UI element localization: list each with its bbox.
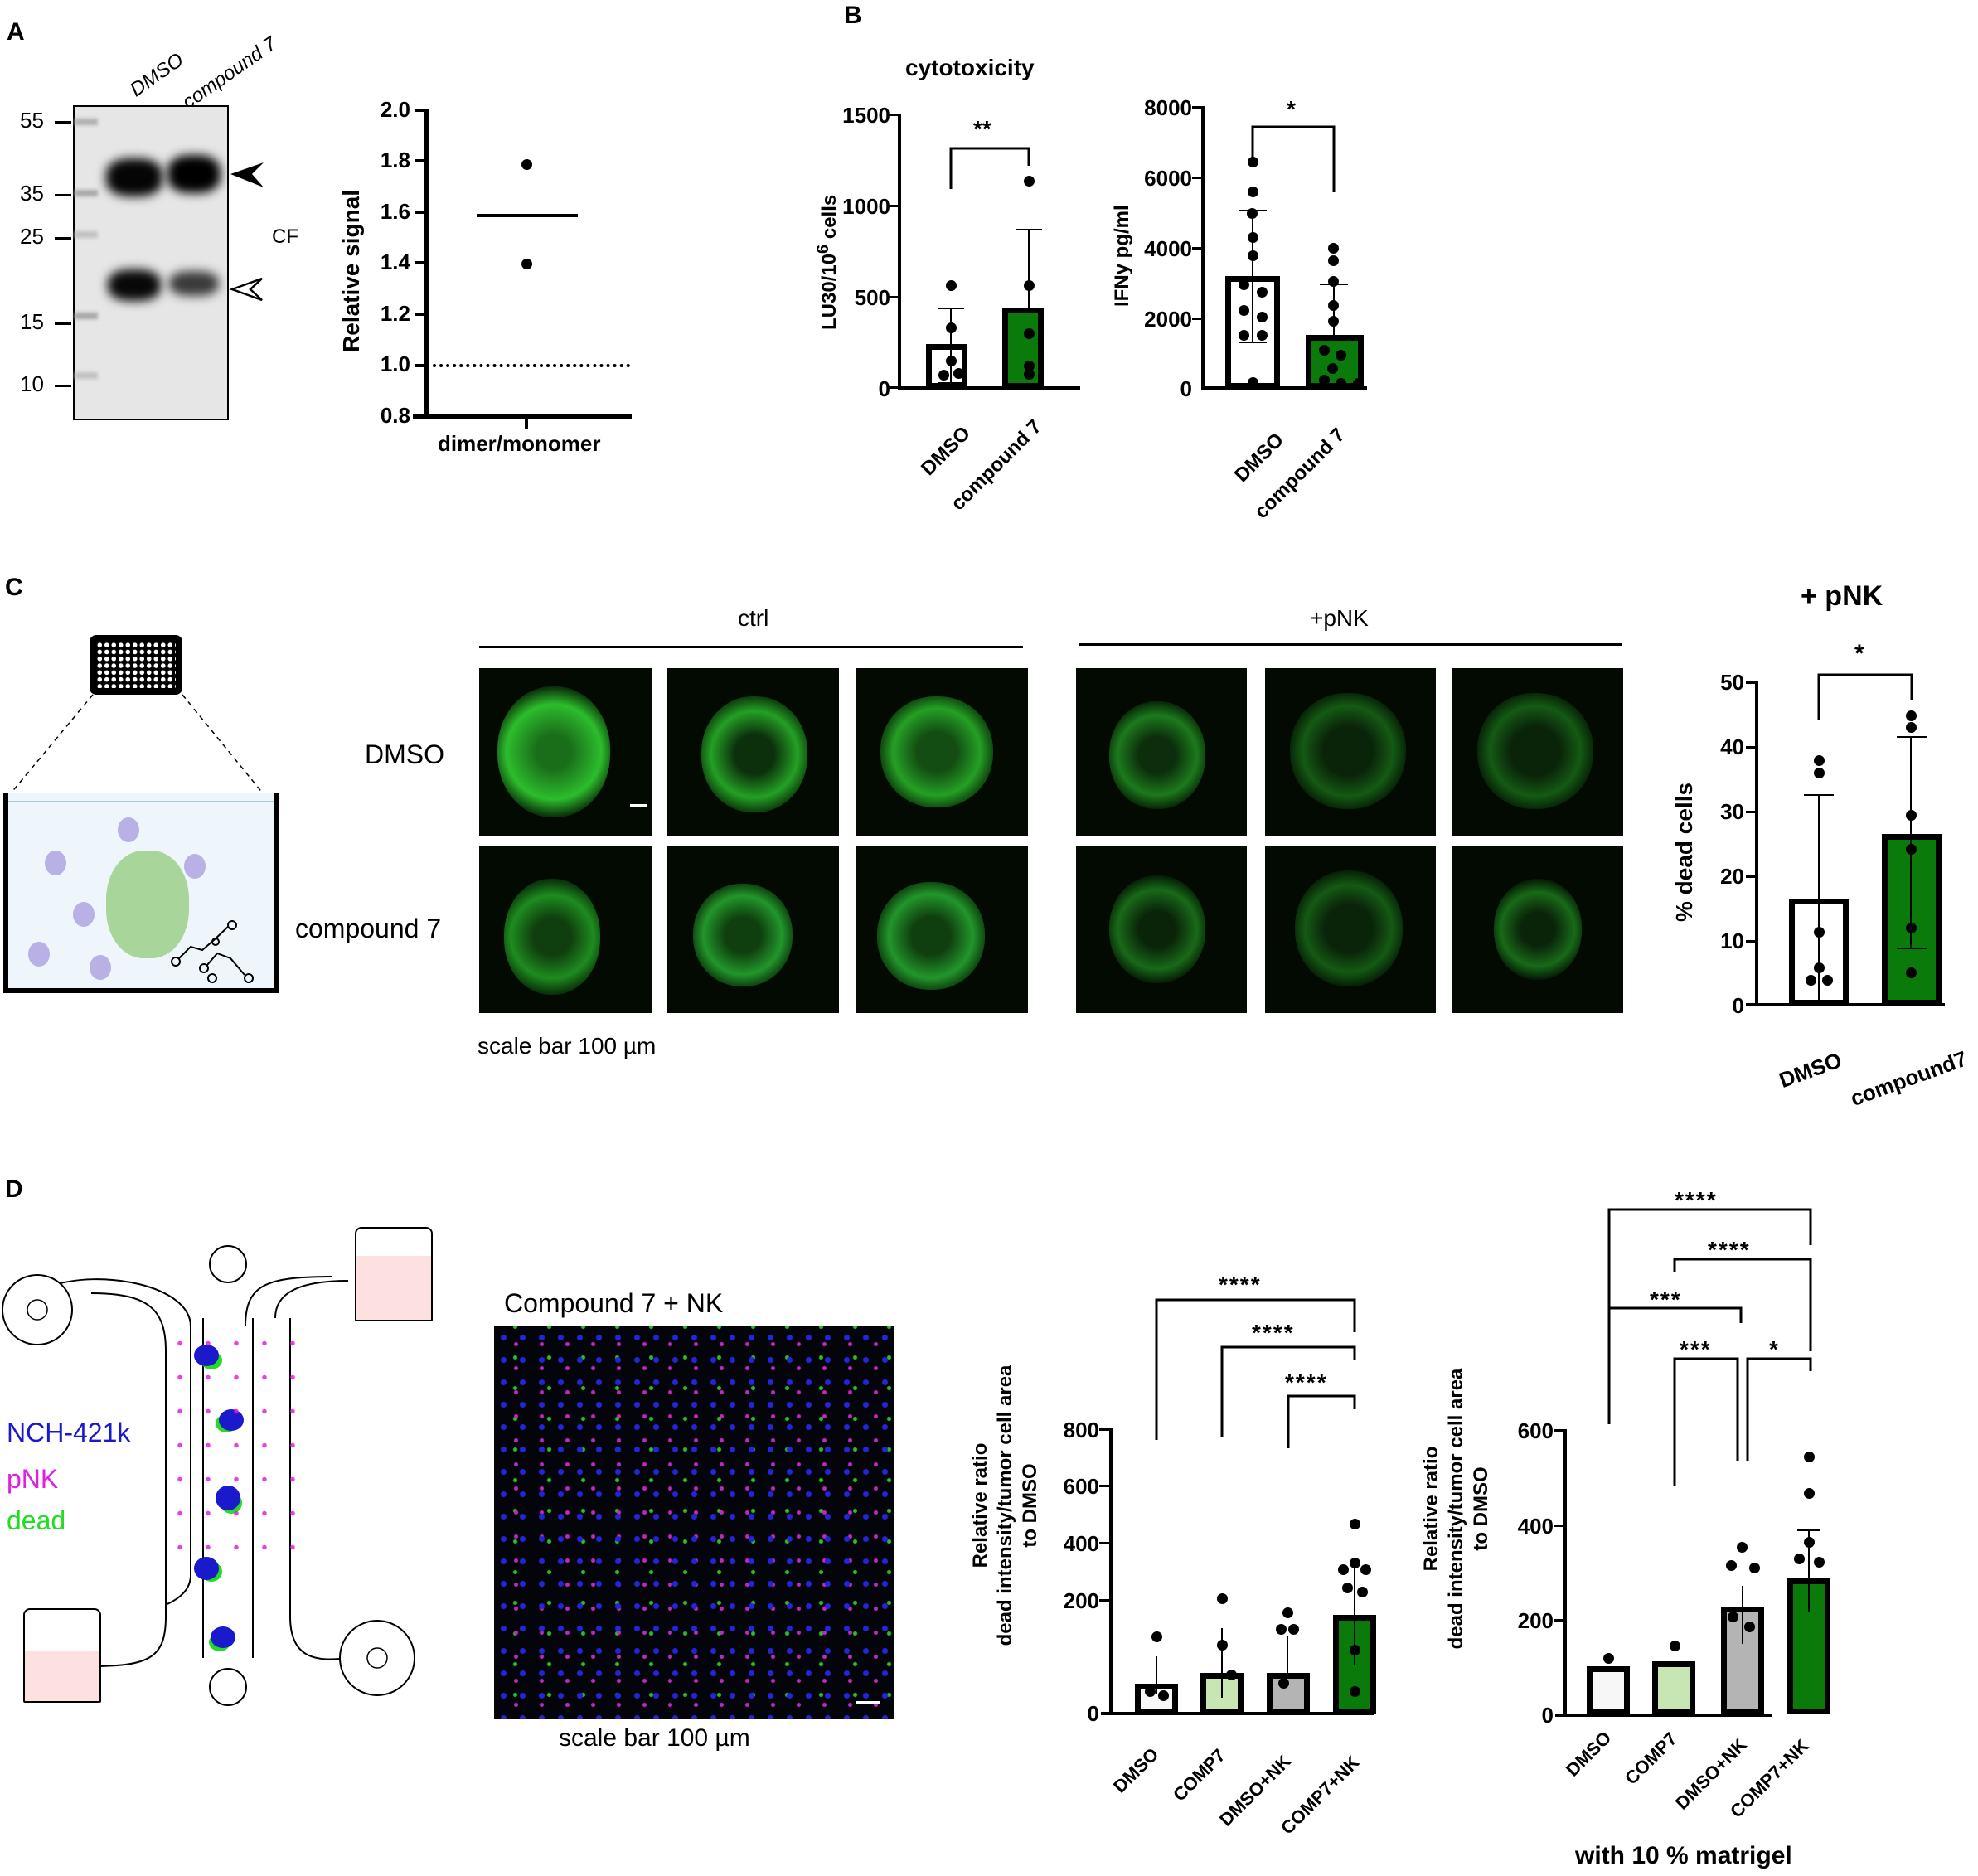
- panel-label-d: D: [5, 1176, 23, 1203]
- x-category-label: dimer/monomer: [438, 431, 601, 456]
- ladder-10: 10: [20, 371, 44, 396]
- bar-dmso: [1587, 1666, 1630, 1714]
- panel-label-c: C: [5, 574, 23, 601]
- ladder-35: 35: [20, 181, 44, 206]
- micrograph-pnk-dmso-3: [1452, 668, 1623, 836]
- x-label: COMP7: [1621, 1728, 1682, 1789]
- bar-comp7-nk: [1787, 1578, 1830, 1714]
- micrograph-ctrl-comp7-2: [667, 846, 839, 1013]
- reference-line: [433, 364, 630, 367]
- data-point: [521, 159, 532, 170]
- band-dimer-compound7: [167, 155, 221, 193]
- open-arrowhead-icon: [229, 277, 263, 302]
- significance-label: *: [1854, 640, 1864, 667]
- micrograph-ctrl-dmso-1: [479, 668, 652, 836]
- band-monomer-dmso: [108, 269, 161, 301]
- legend-nch421k: NCH-421k: [7, 1418, 131, 1447]
- x-label-dmso: DMSO: [917, 422, 976, 481]
- micrograph-pnk-comp7-1: [1076, 846, 1247, 1013]
- significance-label: **: [973, 116, 991, 142]
- group-label-ctrl: ctrl: [738, 605, 769, 631]
- bar-dmso-nk: [1267, 1673, 1310, 1714]
- panel-label-b: B: [844, 2, 862, 29]
- band-dimer-dmso: [106, 158, 162, 196]
- scale-bar-label: scale bar 100 µm: [478, 1033, 657, 1059]
- legend-pnk: pNK: [7, 1464, 59, 1494]
- micrograph-ctrl-dmso-2: [667, 668, 839, 836]
- scale-bar: [630, 804, 647, 807]
- x-label: DMSO: [1562, 1727, 1616, 1781]
- significance-label: *: [1287, 96, 1296, 122]
- y-axis-label: LU30/106 cells: [814, 194, 841, 330]
- significance-label: ****: [1675, 1187, 1718, 1213]
- micrograph-pnk-dmso-1: [1076, 668, 1247, 836]
- panel-label-a: A: [7, 18, 25, 46]
- significance-label: ****: [1219, 1272, 1262, 1297]
- data-point: [521, 259, 532, 269]
- micrograph-ctrl-comp7-1: [479, 846, 652, 1013]
- chart-title-cytotoxicity: cytotoxicity: [905, 55, 1035, 80]
- x-axis-footnote: with 10 % matrigel: [1575, 1842, 1792, 1869]
- x-label: COMP7: [1169, 1744, 1230, 1806]
- micrograph-compound7-nk: [494, 1326, 894, 1719]
- filled-arrowhead-icon: [230, 162, 264, 187]
- compound-structure-icon: [171, 920, 254, 983]
- group-label-pnk: +pNK: [1310, 605, 1369, 631]
- western-blot: [73, 105, 229, 420]
- well-container: [3, 793, 279, 993]
- legend-dead: dead: [7, 1505, 66, 1535]
- image-title: Compound 7 + NK: [504, 1288, 724, 1318]
- significance-label: ***: [1650, 1287, 1682, 1312]
- plate-icon: [90, 635, 182, 695]
- micrograph-ctrl-dmso-3: [856, 668, 1028, 836]
- significance-label: ***: [1680, 1336, 1712, 1362]
- band-monomer-compound7: [169, 271, 219, 296]
- bar-compound7: [1882, 834, 1942, 1006]
- reservoir-top: [355, 1227, 433, 1321]
- micrograph-ctrl-comp7-3: [856, 846, 1028, 1013]
- scale-bar: [856, 1701, 880, 1704]
- lane-label-compound7: compound 7: [178, 32, 281, 114]
- y-axis-label: IFNy pg/ml: [1111, 205, 1133, 307]
- micrograph-pnk-dmso-2: [1265, 668, 1436, 836]
- micrograph-pnk-comp7-3: [1452, 846, 1623, 1013]
- x-label-compound7: compound7: [1847, 1045, 1971, 1112]
- significance-label: *: [1769, 1336, 1778, 1362]
- ladder-55: 55: [20, 108, 44, 133]
- cf-label: CF: [272, 225, 298, 248]
- ladder-15: 15: [20, 309, 44, 334]
- bar-dmso: [926, 344, 967, 389]
- ladder-25: 25: [20, 224, 44, 249]
- y-axis-label: Relative signal: [338, 189, 364, 352]
- reservoir-bottom: [23, 1608, 101, 1703]
- x-label-dmso: DMSO: [1776, 1047, 1845, 1093]
- row-label-compound7: compound 7: [295, 914, 442, 943]
- significance-label: ****: [1708, 1237, 1751, 1263]
- micrograph-pnk-comp7-2: [1265, 846, 1436, 1013]
- row-label-dmso: DMSO: [365, 739, 444, 769]
- bar-comp7: [1652, 1661, 1695, 1714]
- significance-label: ****: [1285, 1369, 1328, 1395]
- y-axis-label: % dead cells: [1671, 782, 1697, 922]
- scale-bar-label: scale bar 100 µm: [559, 1724, 750, 1752]
- spheroid-icon: [106, 851, 189, 958]
- x-label: DMSO: [1109, 1743, 1163, 1797]
- mean-line: [477, 214, 578, 217]
- significance-label: ****: [1252, 1320, 1295, 1345]
- bar-compound7: [1002, 308, 1044, 389]
- chart-title: + pNK: [1801, 580, 1883, 612]
